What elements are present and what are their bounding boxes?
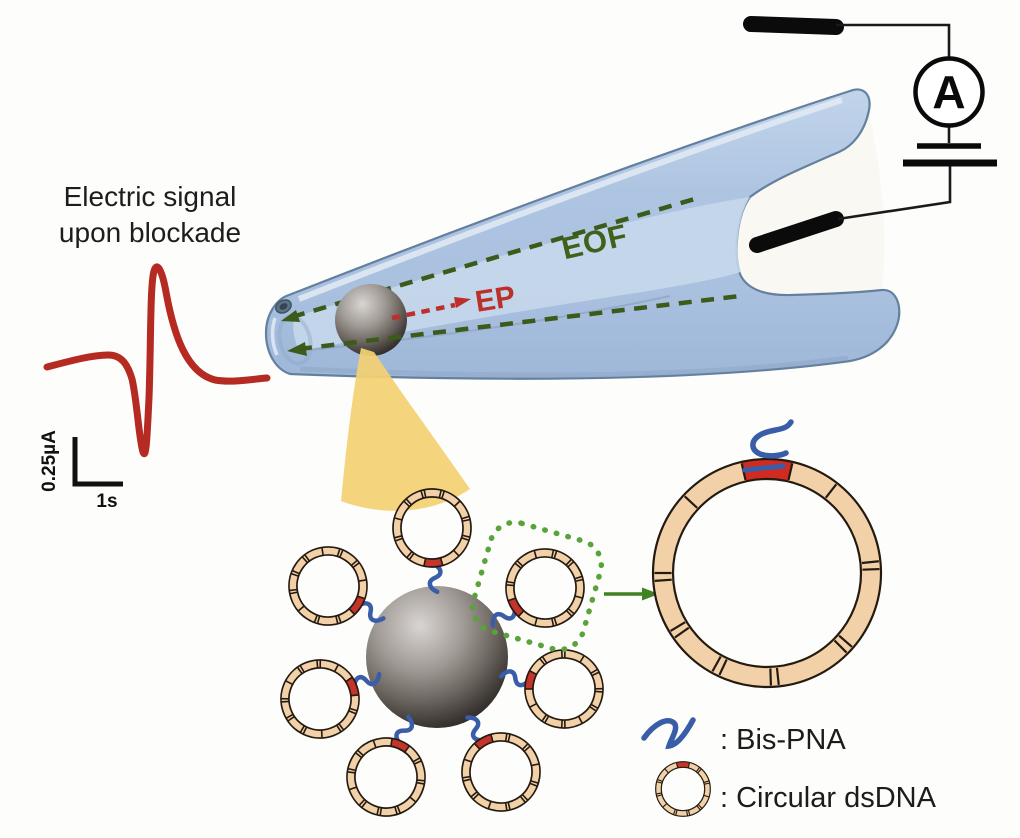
ammeter-icon: A (913, 56, 985, 128)
legend-ring-icon (656, 762, 711, 817)
legend-bis-pna-label: : Bis-PNA (720, 724, 846, 756)
eof-arrowhead-top-icon (281, 310, 300, 322)
magnifier-cone (341, 348, 470, 511)
pipette-inner-floor (293, 197, 750, 351)
electrode-bottom (749, 211, 844, 253)
dna-ring-7 (448, 719, 554, 825)
ep-arrowhead-icon (454, 297, 471, 308)
signal-trace (43, 263, 271, 458)
pipette: EP EOF (264, 88, 901, 380)
wire-top (836, 23, 951, 59)
big-dna-ring (651, 457, 883, 689)
pipette-mouth-interior (736, 112, 885, 296)
measurement-circuit: A (743, 16, 997, 253)
pipette-tip-opening (270, 299, 313, 366)
bead (366, 586, 508, 728)
bead-cluster (270, 488, 659, 828)
ammeter-label: A (932, 66, 965, 118)
legend: : Bis-PNA : Circular dsDNA (641, 717, 937, 817)
dna-ring-3 (491, 534, 599, 642)
scale-current-label: 0.25µA (39, 430, 60, 492)
ep-label: EP (473, 280, 518, 319)
pipette-top-highlight (297, 97, 843, 302)
ep-arrow (391, 297, 471, 321)
dna-ring-4 (270, 649, 370, 749)
electrode-top (743, 16, 844, 35)
dna-ring-2 (274, 532, 382, 640)
scale-bar: 0.25µA 1s (39, 430, 123, 512)
legend-dsdna-label: : Circular dsDNA (720, 782, 937, 814)
signal-title-line1: Electric signal (64, 181, 237, 212)
eof-arrowhead-bottom-icon (287, 342, 307, 356)
legend-pna-icon (641, 717, 696, 750)
wire-bottom (837, 166, 952, 221)
zoom-arrow-icon (604, 587, 659, 601)
dna-ring-5 (517, 642, 612, 737)
dna-ring-6 (335, 726, 437, 828)
eof-flow-line-bottom (287, 293, 741, 356)
signal-title-line2: upon blockade (59, 217, 241, 248)
battery-icon (903, 143, 997, 167)
big-ring-pna (742, 419, 794, 473)
signal-panel: Electric signal upon blockade 0.25µA 1s (39, 181, 271, 512)
scale-time-label: 1s (96, 491, 117, 512)
highlight-box (469, 519, 605, 653)
